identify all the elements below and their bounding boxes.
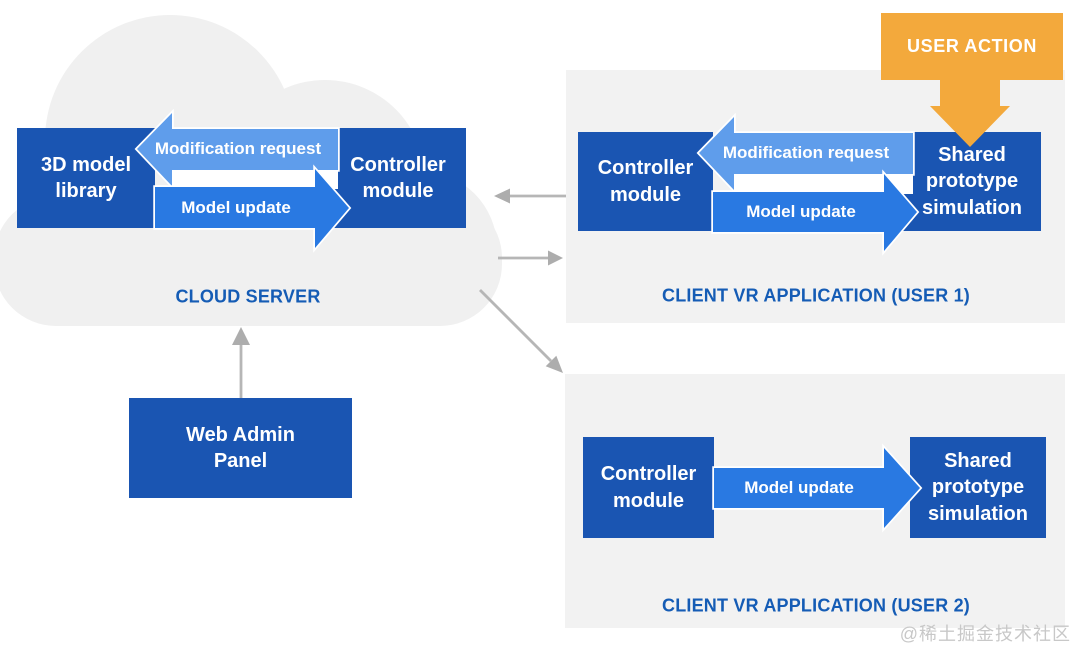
user-action-badge: USER ACTION (881, 13, 1063, 80)
connector-admin-to-cloud-arrowhead (232, 327, 250, 345)
model-library-label: 3D model library (40, 153, 132, 202)
client1-caption: CLIENT VR APPLICATION (USER 1) (661, 285, 971, 306)
cloud-modification-request-label: Modification request (154, 139, 322, 158)
connector-client1-to-cloud-arrowhead (494, 188, 510, 204)
client1-shared-label: Shared prototype simulation (921, 143, 1022, 219)
cloud-model-update-label: Model update (181, 198, 291, 217)
client1-controller-box: Controller module (578, 132, 713, 231)
cloud-arrow-gap (172, 167, 338, 189)
connector-cloud-to-client1-arrowhead (548, 250, 563, 266)
cloud-server-caption: CLOUD SERVER (175, 286, 321, 307)
connector-cloud-to-client2-line (479, 289, 552, 362)
watermark-text: @稀土掘金技术社区 (899, 624, 1071, 644)
client2-caption: CLIENT VR APPLICATION (USER 2) (661, 595, 971, 616)
client2-model-update-label: Model update (744, 478, 854, 497)
client1-modification-request-label: Modification request (722, 143, 890, 162)
client2-shared-label: Shared prototype simulation (927, 449, 1028, 525)
web-admin-panel-box: Web Admin Panel (129, 398, 352, 498)
client1-controller-label: Controller module (597, 157, 694, 206)
client2-controller-box: Controller module (583, 437, 714, 538)
client1-model-update-label: Model update (746, 202, 856, 221)
client2-controller-label: Controller module (600, 463, 697, 512)
client1-shared-box: Shared prototype simulation (903, 132, 1041, 231)
cloud-controller-box: Controller module (330, 128, 466, 228)
connector-cloud-to-client2-arrowhead (545, 355, 563, 373)
user-action-label: USER ACTION (907, 36, 1037, 56)
web-admin-panel-label: Web Admin Panel (186, 423, 295, 472)
client2-shared-box: Shared prototype simulation (910, 437, 1046, 538)
cloud-controller-label: Controller module (350, 153, 446, 202)
model-library-box: 3D model library (17, 128, 155, 228)
